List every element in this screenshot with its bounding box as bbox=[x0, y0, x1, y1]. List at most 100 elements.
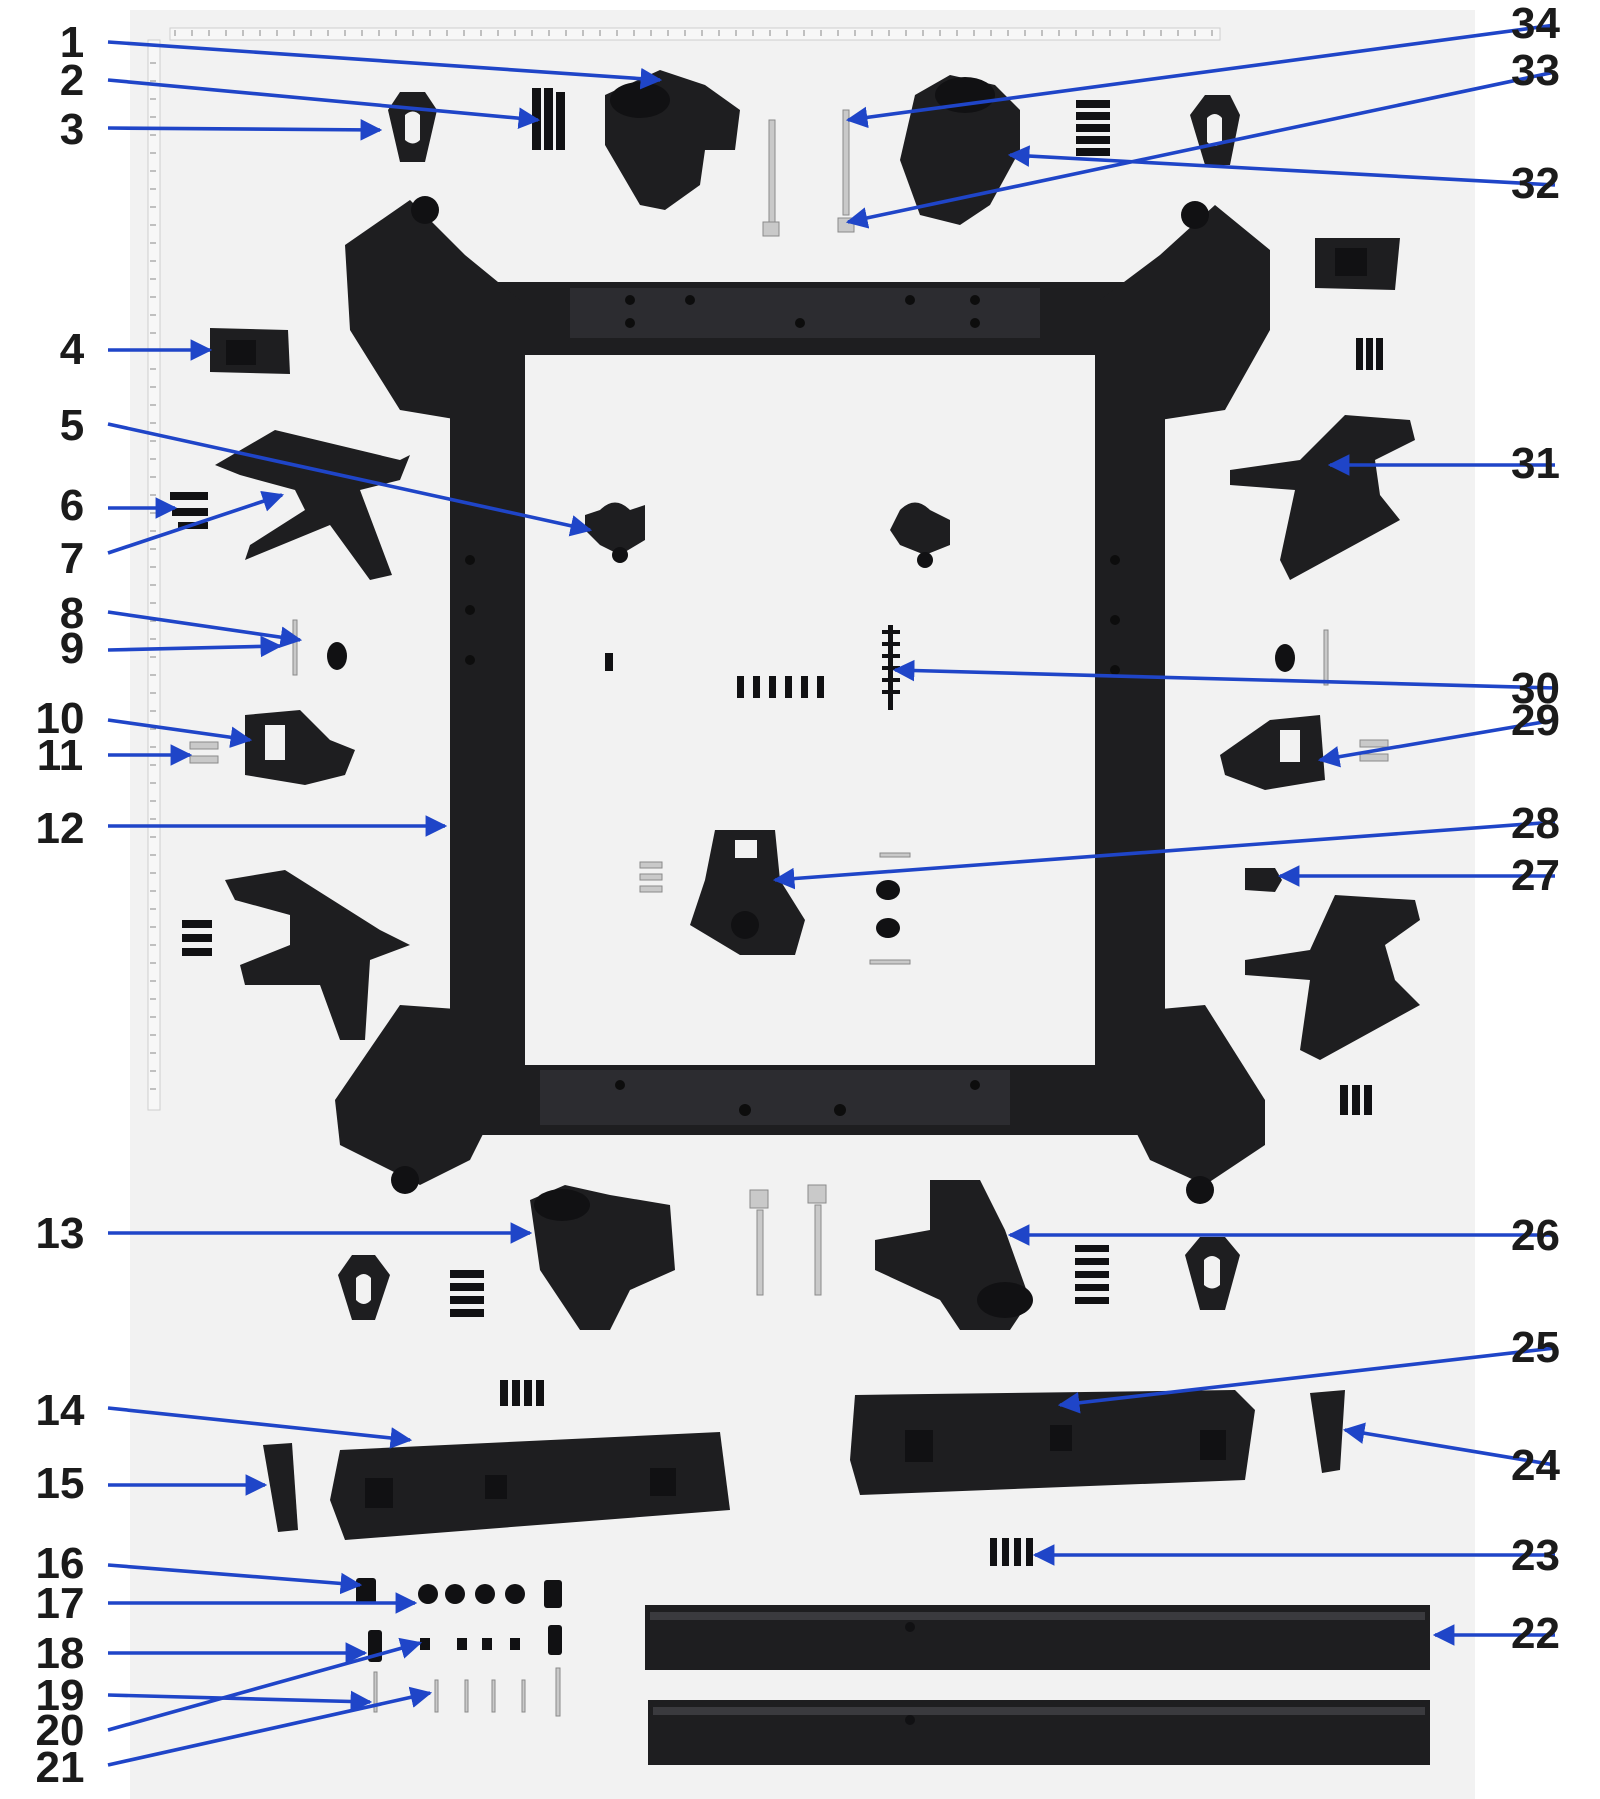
wedge-24 bbox=[1310, 1390, 1345, 1473]
callout-number-24: 24 bbox=[1511, 1441, 1560, 1490]
hook-clip-left bbox=[585, 502, 645, 563]
callout-arrow-25 bbox=[1057, 1346, 1556, 1414]
bolts-right bbox=[1359, 739, 1389, 762]
callout-arrow-30 bbox=[892, 659, 1556, 690]
callout-arrow-33 bbox=[845, 70, 1556, 229]
main-frame bbox=[335, 196, 1270, 1204]
tube-lower bbox=[648, 1700, 1430, 1765]
screws-23 bbox=[990, 1538, 1033, 1566]
callout-number-16: 16 bbox=[36, 1539, 85, 1588]
mount-bracket-top-right bbox=[1315, 238, 1400, 290]
small-screws-right bbox=[1356, 338, 1383, 370]
pin-and-nut-right bbox=[1275, 629, 1329, 686]
callout-number-3: 3 bbox=[60, 105, 84, 154]
callout-number-21: 21 bbox=[36, 1743, 85, 1792]
wedge-15 bbox=[263, 1443, 298, 1532]
center-block bbox=[690, 830, 805, 955]
screw-bundle-26 bbox=[1075, 1245, 1109, 1304]
callout-number-32: 32 bbox=[1511, 159, 1560, 208]
pin-row bbox=[373, 1667, 561, 1717]
fork-arm-lower-left bbox=[225, 870, 410, 1040]
fork-arm-lower-right bbox=[1245, 895, 1420, 1060]
callout-number-18: 18 bbox=[36, 1629, 85, 1678]
callout-arrow-29 bbox=[1317, 718, 1556, 768]
upper-receiver-left bbox=[605, 70, 740, 210]
callout-arrow-14 bbox=[107, 1406, 413, 1449]
callout-arrow-20 bbox=[107, 1637, 423, 1732]
spacer-row bbox=[356, 1578, 562, 1608]
pins-center bbox=[869, 852, 911, 965]
side-rail-left bbox=[330, 1432, 730, 1540]
screw-bundle-top-right bbox=[1076, 100, 1110, 156]
bolts-11 bbox=[189, 741, 219, 764]
callout-number-25: 25 bbox=[1511, 1323, 1560, 1372]
callout-number-9: 9 bbox=[60, 624, 84, 673]
hook-clip-right bbox=[890, 502, 950, 568]
callout-number-19: 19 bbox=[36, 1671, 85, 1720]
callout-number-22: 22 bbox=[1511, 1609, 1560, 1658]
pin-and-nut-left bbox=[292, 619, 347, 676]
callout-number-12: 12 bbox=[36, 804, 85, 853]
callout-arrow-24 bbox=[1342, 1422, 1556, 1467]
callout-number-31: 31 bbox=[1511, 439, 1560, 488]
screw-bundle-lower-left bbox=[450, 1270, 484, 1317]
cable-clamp-top-right bbox=[1190, 95, 1240, 165]
callout-number-30: 30 bbox=[1511, 664, 1560, 713]
callout-arrow-21 bbox=[107, 1686, 433, 1767]
small-clip-27 bbox=[1245, 868, 1282, 892]
callout-number-14: 14 bbox=[36, 1386, 85, 1435]
fork-arm-upper-right bbox=[1230, 415, 1415, 580]
mount-bracket-4 bbox=[210, 328, 290, 374]
callout-arrow-5 bbox=[107, 422, 593, 537]
callout-arrow-28 bbox=[772, 820, 1556, 890]
screw-bundle-lower-right bbox=[1340, 1085, 1372, 1115]
top-ruler bbox=[169, 27, 1221, 41]
callout-number-4: 4 bbox=[60, 325, 85, 374]
callout-arrow-8 bbox=[107, 610, 303, 648]
callout-number-29: 29 bbox=[1511, 696, 1560, 745]
callout-number-33: 33 bbox=[1511, 46, 1560, 95]
mount-plate-left bbox=[245, 710, 355, 785]
callout-number-6: 6 bbox=[60, 481, 84, 530]
lower-receiver-left bbox=[530, 1185, 675, 1330]
callout-number-2: 2 bbox=[60, 56, 84, 105]
callout-arrow-1 bbox=[107, 40, 663, 90]
bolts-center-left bbox=[639, 861, 663, 893]
callout-arrow-19 bbox=[107, 1690, 373, 1713]
nut-row bbox=[368, 1625, 562, 1662]
callout-number-17: 17 bbox=[36, 1579, 85, 1628]
fork-arm-upper-left bbox=[215, 430, 410, 580]
screw-pair-lower-left bbox=[182, 920, 212, 956]
cable-clamp-bottom-right bbox=[1185, 1237, 1240, 1310]
callout-number-28: 28 bbox=[1511, 799, 1560, 848]
left-ruler bbox=[147, 39, 161, 1111]
cable-clamp-bottom-left bbox=[338, 1255, 390, 1320]
lower-receiver-right bbox=[875, 1180, 1033, 1330]
callout-number-10: 10 bbox=[36, 694, 85, 743]
callout-number-7: 7 bbox=[60, 534, 84, 583]
callout-number-27: 27 bbox=[1511, 851, 1560, 900]
callout-arrow-3 bbox=[107, 119, 383, 141]
callout-arrow-32 bbox=[1007, 145, 1556, 187]
fastener-strip-30 bbox=[882, 625, 900, 710]
long-pins-bottom bbox=[749, 1184, 827, 1296]
callout-arrow-10 bbox=[107, 718, 253, 748]
callout-arrow-2 bbox=[107, 78, 541, 129]
tube-upper bbox=[645, 1605, 1430, 1670]
callout-number-5: 5 bbox=[60, 401, 84, 450]
fastener-row bbox=[737, 676, 824, 698]
callout-number-26: 26 bbox=[1511, 1211, 1560, 1260]
callout-number-1: 1 bbox=[60, 18, 84, 67]
side-rail-right bbox=[850, 1390, 1255, 1495]
callout-arrow-9 bbox=[107, 635, 283, 658]
cable-clamp-top-left bbox=[388, 92, 437, 162]
callout-number-13: 13 bbox=[36, 1209, 85, 1258]
small-fastener bbox=[605, 653, 613, 671]
callout-number-8: 8 bbox=[60, 589, 84, 638]
callout-arrow-34 bbox=[845, 23, 1556, 129]
callout-number-15: 15 bbox=[36, 1459, 85, 1508]
callout-arrow-7 bbox=[107, 490, 285, 555]
screws-14 bbox=[500, 1380, 544, 1406]
